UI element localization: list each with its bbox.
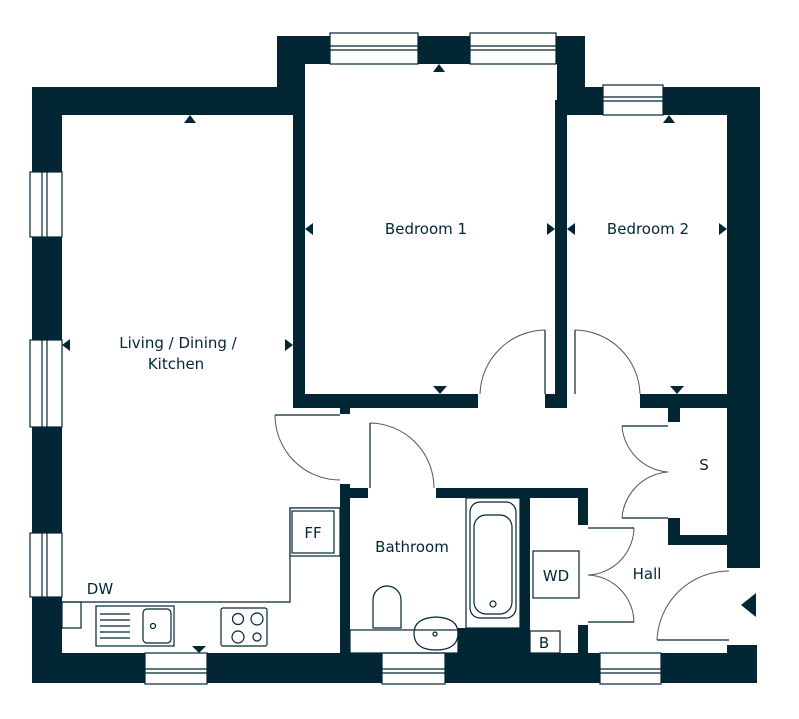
washer-dryer	[532, 550, 580, 599]
bath-icon	[465, 497, 521, 629]
label-fridge-freezer: FF	[304, 524, 321, 542]
sink-icon	[95, 605, 175, 647]
label-boiler: B	[539, 634, 549, 652]
walls	[32, 36, 760, 683]
toilet-icon	[372, 585, 402, 629]
boiler	[529, 630, 561, 654]
basin-icon	[413, 616, 459, 651]
fridge-freezer	[289, 507, 341, 557]
label-dishwasher: DW	[87, 580, 114, 598]
room-label-bedroom2: Bedroom 2	[607, 220, 689, 238]
windows	[29, 32, 664, 685]
room-label-storage: S	[699, 456, 709, 474]
room-label-bedroom1: Bedroom 1	[385, 220, 467, 238]
entrance-arrow-icon	[741, 593, 756, 617]
kitchen-counter	[61, 507, 341, 647]
doors	[274, 329, 730, 641]
room-label-hall: Hall	[633, 565, 662, 583]
room-label-bathroom: Bathroom	[375, 538, 449, 556]
bathroom-fixtures	[349, 497, 580, 654]
labels: Living / Dining / Kitchen Bedroom 1 Bedr…	[87, 220, 709, 652]
label-washer-dryer: WD	[543, 567, 569, 585]
room-label-kitchen: Kitchen	[148, 355, 204, 373]
room-label-living: Living / Dining /	[119, 334, 237, 352]
hob-icon	[220, 607, 268, 647]
dimension-arrows	[62, 64, 756, 653]
